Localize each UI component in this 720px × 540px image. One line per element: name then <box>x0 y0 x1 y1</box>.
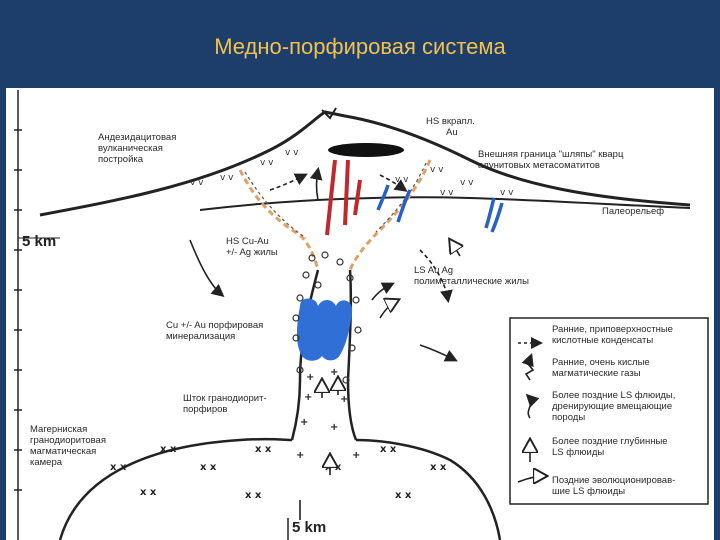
stock-neck <box>290 269 358 441</box>
svg-text:+: + <box>330 422 338 433</box>
magma-chamber-outline <box>58 437 502 540</box>
svg-text:гранодиоритовая: гранодиоритовая <box>30 435 106 446</box>
svg-text:v v: v v <box>460 178 474 188</box>
svg-text:Ранние, приповерхностные: Ранние, приповерхностные <box>552 324 673 335</box>
svg-text:HS вкрапл.: HS вкрапл. <box>426 116 475 127</box>
svg-text:Ранние, очень кислые: Ранние, очень кислые <box>552 357 650 368</box>
depth-label-top: 5 km <box>22 233 56 250</box>
label-outer-boundary: Внешняя граница "шляпы" кварц алунитовых… <box>478 149 624 171</box>
svg-text:Внешняя граница "шляпы" кварц: Внешняя граница "шляпы" кварц <box>478 149 624 160</box>
svg-text:породы: породы <box>552 412 585 423</box>
svg-text:LS флюиды: LS флюиды <box>552 447 604 458</box>
svg-text:x x: x x <box>245 490 262 501</box>
zigzag-arrow-icon <box>521 353 535 381</box>
svg-text:x x: x x <box>380 444 397 455</box>
granodiorite-symbols: + + + + + + + + <box>296 367 360 461</box>
svg-text:кислотные конденсаты: кислотные конденсаты <box>552 335 653 346</box>
hs-veins <box>325 159 362 236</box>
svg-text:Более поздние LS флюиды,: Более поздние LS флюиды, <box>552 390 675 401</box>
legend-item-2: Ранние, очень кислые магматические газы <box>521 353 650 381</box>
svg-text:v v: v v <box>285 148 299 158</box>
slide-header <box>0 0 720 88</box>
svg-text:x x: x x <box>200 462 217 473</box>
svg-text:Магерниская: Магерниская <box>30 424 87 435</box>
svg-text:Шток гранодиорит-: Шток гранодиорит- <box>183 393 267 404</box>
legend-item-3: Более поздние LS флюиды, дренирующие вме… <box>525 390 675 423</box>
svg-text:v v: v v <box>500 188 514 198</box>
paleorelief-line <box>199 196 691 211</box>
svg-text:порфиров: порфиров <box>183 404 227 415</box>
svg-text:x x: x x <box>325 462 342 473</box>
svg-text:x x: x x <box>255 444 272 455</box>
label-chamber: Магерниская гранодиоритовая магматическа… <box>30 424 106 468</box>
label-paleorelief: Палеорельеф <box>602 206 664 217</box>
vent-tip <box>321 107 337 120</box>
svg-text:x x: x x <box>395 490 412 501</box>
svg-text:x x: x x <box>140 487 157 498</box>
solid-arrow-icon <box>517 476 546 482</box>
svg-text:v v: v v <box>430 165 444 175</box>
chamber-symbols: x x x x x x x x x x x x x x x x x x x x <box>110 444 447 501</box>
svg-text:v v: v v <box>260 158 274 168</box>
legend-item-4: Более поздние глубинные LS флюиды <box>530 436 668 462</box>
label-ls-veins: LS Au Ag полиметаллические жилы <box>414 265 529 287</box>
ls-veins <box>376 184 504 233</box>
legend-item-5: Поздние эволюционирoвав- шие LS флюиды <box>517 475 675 497</box>
depth-label-bottom: 5 km <box>292 519 326 536</box>
label-andesite: Андезидацитовая вулканическая постройка <box>98 132 176 165</box>
svg-text:+: + <box>304 392 312 403</box>
svg-text:x x: x x <box>160 444 177 455</box>
svg-text:+: + <box>340 394 348 405</box>
label-stock: Шток гранодиорит- порфиров <box>183 393 267 415</box>
svg-text:Поздние эволюционирoвав-: Поздние эволюционирoвав- <box>552 475 675 486</box>
svg-text:Cu +/- Au порфировая: Cu +/- Au порфировая <box>166 320 263 331</box>
label-hs-veins: HS Cu-Au +/- Ag жилы <box>226 236 278 258</box>
alteration-zone-left <box>238 169 320 271</box>
svg-text:LS Au Ag: LS Au Ag <box>414 265 453 276</box>
svg-text:x x: x x <box>430 462 447 473</box>
svg-text:+: + <box>296 450 304 461</box>
svg-text:v v: v v <box>190 178 204 188</box>
breccia-symbols <box>292 251 362 384</box>
label-hs-dissem: HS вкрапл. Au <box>426 116 475 138</box>
svg-text:полиметаллические жилы: полиметаллические жилы <box>414 276 529 287</box>
depth-ticks <box>14 129 22 491</box>
svg-text:камера: камера <box>30 457 63 468</box>
flow-arrows <box>189 166 460 520</box>
svg-text:+/- Ag жилы: +/- Ag жилы <box>226 247 278 258</box>
svg-text:магматические газы: магматические газы <box>552 368 641 379</box>
svg-text:+: + <box>306 372 314 383</box>
label-porphyry: Cu +/- Au порфировая минерализация <box>166 320 263 342</box>
svg-text:x x: x x <box>110 462 127 473</box>
svg-text:дренирующие вмещающие: дренирующие вмещающие <box>552 401 672 412</box>
wavy-arrow-icon <box>525 393 540 419</box>
svg-text:вулканическая: вулканическая <box>98 143 163 154</box>
hs-lens <box>328 143 404 157</box>
svg-text:+: + <box>352 450 360 461</box>
svg-text:постройка: постройка <box>98 154 144 165</box>
svg-text:HS Cu-Au: HS Cu-Au <box>226 236 269 247</box>
svg-text:v v: v v <box>220 173 234 183</box>
svg-text:магматическая: магматическая <box>30 446 96 457</box>
svg-text:шие LS флюиды: шие LS флюиды <box>552 486 625 497</box>
svg-text:v v: v v <box>395 175 409 185</box>
alteration-zone-right <box>348 159 432 271</box>
svg-text:Андезидацитовая: Андезидацитовая <box>98 132 176 143</box>
svg-text:v v: v v <box>440 188 454 198</box>
svg-text:минерализация: минерализация <box>166 331 235 342</box>
svg-text:Более поздние глубинные: Более поздние глубинные <box>552 436 668 447</box>
svg-text:Au: Au <box>446 127 458 138</box>
svg-text:+: + <box>300 417 308 428</box>
legend-item-1: Ранние, приповерхностные кислотные конде… <box>518 324 673 349</box>
svg-text:+: + <box>330 367 338 378</box>
svg-text:алунитовых метасоматитов: алунитовых метасоматитов <box>478 160 600 171</box>
porphyry-orebody <box>296 298 353 361</box>
slide-title: Медно-порфировая система <box>214 34 506 59</box>
volcano-outline <box>39 110 691 217</box>
